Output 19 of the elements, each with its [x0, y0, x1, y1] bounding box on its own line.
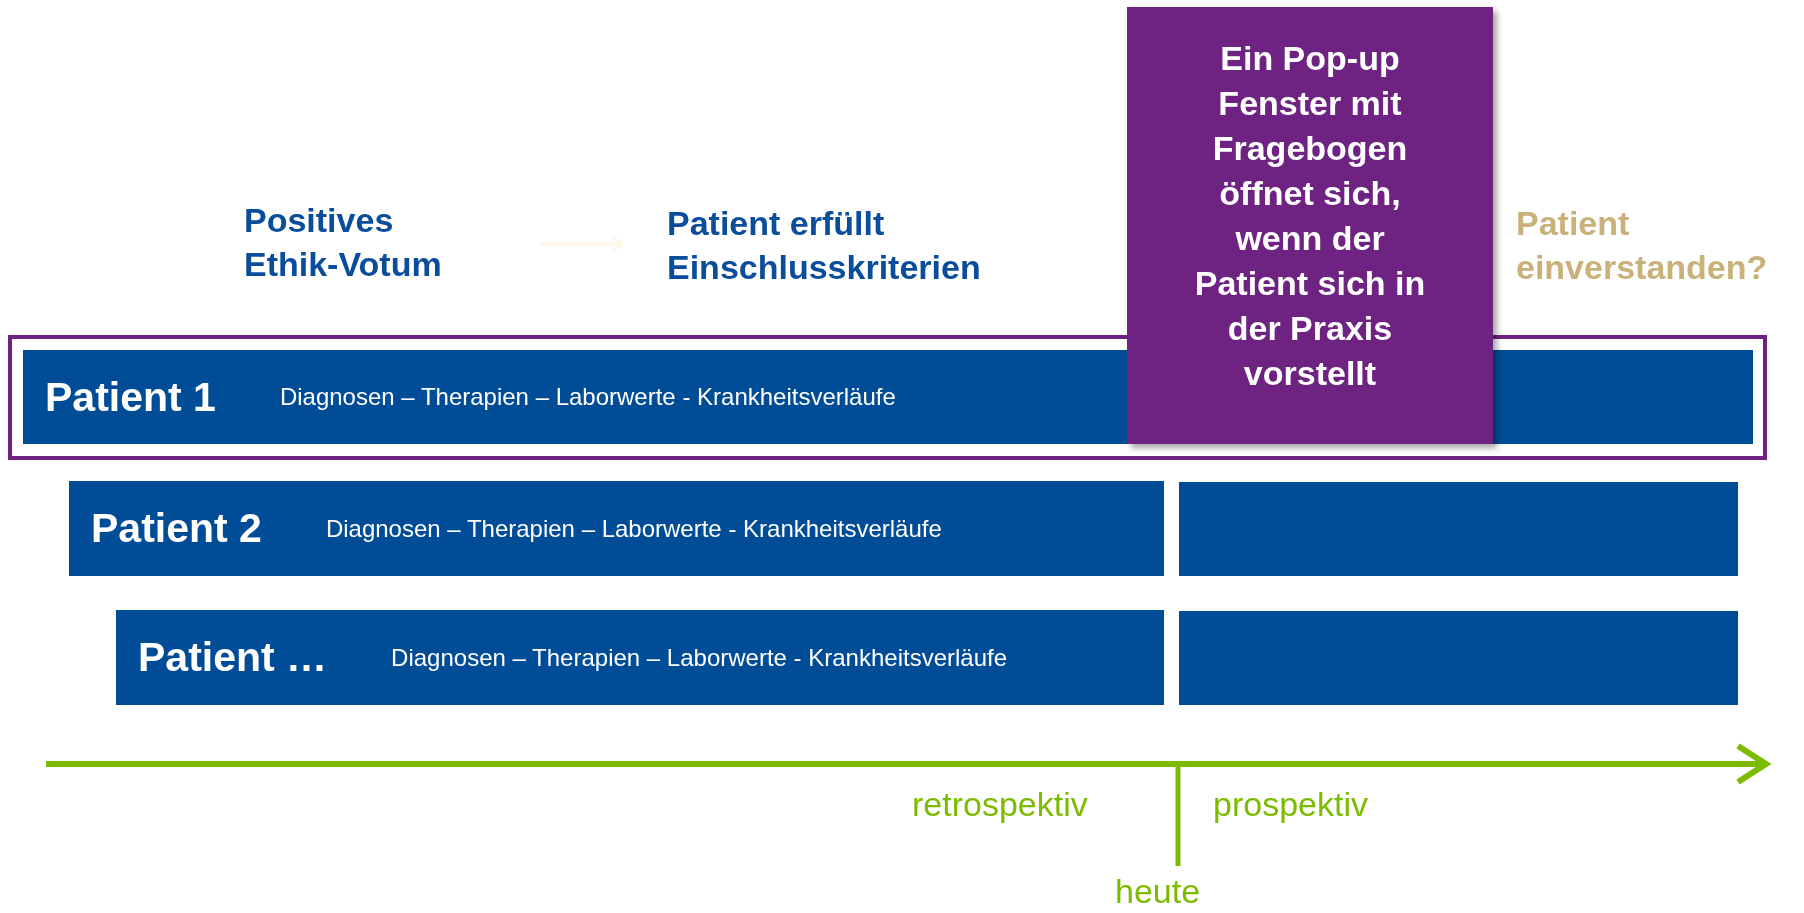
timeline-bar [69, 481, 1164, 576]
patient-label: Patient 2 [91, 505, 262, 552]
patient-label: Patient … [138, 634, 328, 681]
patient-label: Patient 1 [45, 373, 216, 421]
time-marker-label: heute [1115, 872, 1201, 911]
heading-text: Patient erfüllt Einschlusskriterien [667, 201, 1047, 291]
empty-bar [1179, 611, 1738, 705]
data-categories-text: Diagnosen – Therapien – Laborwerte - Krankheitsverläufe [279, 383, 896, 411]
heading-text: Positives Ethik-Votum [244, 198, 469, 288]
axis-label: prospektiv [1213, 785, 1368, 824]
arrow [540, 235, 625, 253]
data-categories-text: Diagnosen – Therapien – Laborwerte - Krankheitsverläufe [391, 643, 1008, 672]
popup-dialog [1127, 7, 1493, 444]
axis-label: retrospektiv [912, 785, 1088, 824]
timeline-bar [116, 610, 1164, 705]
empty-bar [1179, 482, 1738, 576]
heading-text: Patient einverstanden? [1516, 201, 1804, 291]
callout-text: Ein Pop-up Fenster mit Fragebogen öffnet sich, wenn der Patient sich in der Praxis vorstellt [1193, 37, 1427, 394]
data-categories-text: Diagnosen – Therapien – Laborwerte - Krankheitsverläufe [325, 514, 942, 543]
